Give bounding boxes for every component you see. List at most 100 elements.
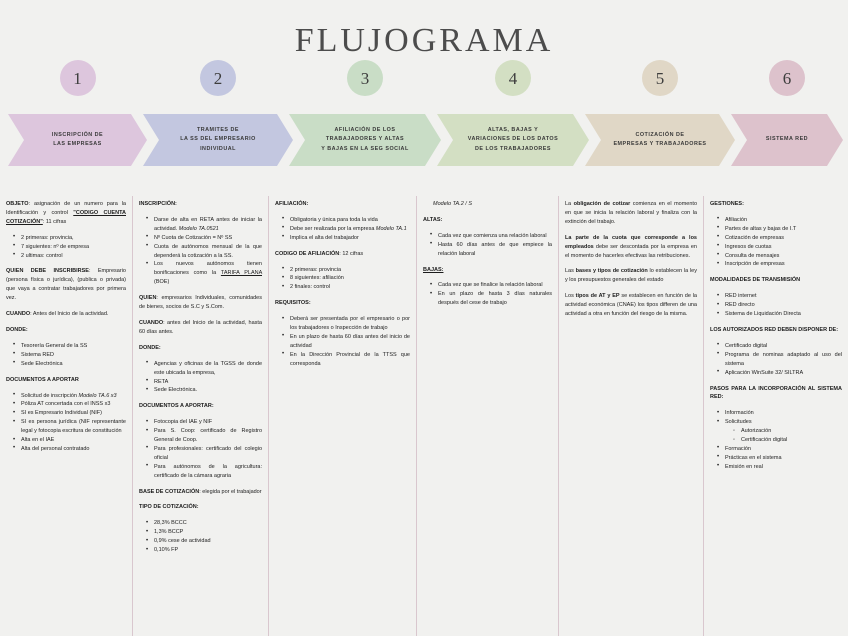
step-arrow-label-line: TRABAJADORES Y ALTAS xyxy=(325,136,405,143)
text-run: Programa de nominas adaptado al uso del … xyxy=(725,351,842,367)
content-block: La parte de la cuota que corresponde a l… xyxy=(565,234,697,261)
list-item: RED internet xyxy=(717,292,842,302)
list-item: SI es persona jurídica (NIF representant… xyxy=(13,418,126,436)
text-run: GESTIONES: xyxy=(710,201,744,207)
bullet-list: Certificado digitalPrograma de nominas a… xyxy=(710,341,842,377)
bullet-list: Darse de alta en RETA antes de iniciar l… xyxy=(139,215,262,287)
list-item: Nº Cuota de Cotización = Nº SS xyxy=(146,233,262,243)
text-run: Cuota de autónomos mensual de la que dep… xyxy=(154,243,262,259)
content-block: Darse de alta en RETA antes de iniciar l… xyxy=(139,215,262,287)
text-run: Hasta 60 días antes de que empiece la re… xyxy=(438,241,552,257)
paragraph: Los tipos de AT y EP se establecen en fu… xyxy=(565,292,697,319)
list-item: Solicitud de inscripción Modelo TA.6 x3 xyxy=(13,391,126,401)
col-tramites-ss-empresario: INSCRIPCIÓN: Darse de alta en RETA antes … xyxy=(133,196,269,636)
list-item: RED directo xyxy=(717,301,842,311)
text-run: RED internet xyxy=(725,293,757,300)
text-run: lo establecen la ley y los presupuestos … xyxy=(565,268,697,284)
text-run[interactable]: BAJAS: xyxy=(423,266,444,273)
text-run: RED directo xyxy=(725,302,755,309)
content-block: TIPO DE COTIZACIÓN: xyxy=(139,503,262,512)
step-arrow-label-line: ALTAS, BAJAS Y xyxy=(487,126,539,133)
list-item: Prácticas en el sistema xyxy=(717,453,842,463)
text-run: Inscripción de empresas xyxy=(725,261,785,268)
text-run: 2 primeras: provincia xyxy=(290,266,342,273)
sub-list-item: Autorización xyxy=(733,427,842,437)
text-run: : 12 cifras xyxy=(339,250,364,257)
text-run: QUIEN xyxy=(139,295,157,302)
bullet-list: Cada vez que comienza una relación labor… xyxy=(423,231,552,259)
step-arrow-label-line: LA SS DEL EMPRESARIO xyxy=(180,136,256,143)
text-run: Alta en el IAE xyxy=(21,437,55,444)
content-block: AfiliaciónPartes de altas y bajas de I.T… xyxy=(710,215,842,269)
bullet-list: InformaciónSolicitudesAutorizaciónCertif… xyxy=(710,409,842,472)
text-run: La xyxy=(565,201,574,207)
step-arrow-label-6: SISTEMA RED xyxy=(754,135,820,144)
text-run: : antes del Inicio de la actividad, hast… xyxy=(139,319,262,335)
step-arrow-label-line: LAS EMPRESAS xyxy=(53,141,102,147)
sub-bullet-list: AutorizaciónCertificación digital xyxy=(725,427,842,446)
list-item: Debe ser realizada por la empresa Modelo… xyxy=(282,224,410,234)
list-item: Alta del personal contratado xyxy=(13,444,126,454)
content-block: PASOS PARA LA INCORPORACIÓN AL SISTEMA R… xyxy=(710,385,842,403)
text-run: Tesorería General de la SS xyxy=(21,342,88,349)
text-run: (BOE) xyxy=(154,279,170,286)
text-run: Sede Electrónica. xyxy=(154,387,198,394)
text-run: Modelo TA.2 / S xyxy=(433,201,473,207)
list-item: SI es Empresario Individual (NIF) xyxy=(13,409,126,419)
step-arrow-label-line: Y BAJAS EN LA SEG SOCIAL xyxy=(321,145,409,152)
list-item: Implica el alta del trabajador xyxy=(282,233,410,243)
text-run: REQUISITOS: xyxy=(275,300,311,307)
text-run: Solicitudes xyxy=(725,419,752,426)
list-item: Fotocopia del IAE y NIF xyxy=(146,418,262,428)
content-block: GESTIONES: xyxy=(710,200,842,209)
content-columns: OBJETO: asignación de un numero para la … xyxy=(0,196,848,636)
text-run[interactable]: TARIFA PLANA xyxy=(220,270,262,277)
list-item: 2 primeras: provincia xyxy=(282,265,410,275)
content-block: ALTAS: xyxy=(423,216,552,225)
page-title: FLUJOGRAMA xyxy=(294,22,554,59)
content-block: AFILIACIÓN: xyxy=(275,200,410,209)
list-item: Deberá ser presentada por el empresario … xyxy=(282,315,410,333)
step-number-4: 4 xyxy=(495,60,531,96)
list-item: Alta en el IAE xyxy=(13,436,126,446)
content-block: InformaciónSolicitudesAutorizaciónCertif… xyxy=(710,409,842,472)
text-run: Darse de alta en RETA antes de iniciar l… xyxy=(154,216,262,232)
paragraph: REQUISITOS: xyxy=(275,299,410,308)
list-item: En un plazo de hasta 3 días naturales de… xyxy=(430,290,552,308)
paragraph: AFILIACIÓN: xyxy=(275,200,410,209)
text-run: Solicitud de inscripción xyxy=(21,392,79,399)
paragraph: CUANDO: antes del Inicio de la actividad… xyxy=(139,319,262,337)
content-block: La obligación de cotizar comienza en el … xyxy=(565,200,697,227)
text-run: Certificado digital xyxy=(725,342,768,349)
content-block: LOS AUTORIZADOS RED DEBEN DISPONER DE: xyxy=(710,326,842,335)
list-item: 2 primeras: provincia, xyxy=(13,233,126,243)
text-run: BASE DE COTIZACIÓN xyxy=(139,488,200,495)
bullet-list: 2 primeras: provincia,7 siguientes: nº d… xyxy=(6,233,126,260)
text-run: Información xyxy=(725,410,754,417)
text-run: Formación xyxy=(725,445,751,452)
content-block: INSCRIPCIÓN: xyxy=(139,200,262,209)
text-run: Obligatoria y única para toda la vida xyxy=(290,216,378,223)
col-altas-bajas: Modelo TA.2 / S ALTAS: Cada vez que comien… xyxy=(417,196,559,636)
list-item: 1,3% BCCP xyxy=(146,528,262,538)
list-item: 0,10% FP xyxy=(146,546,262,556)
text-run: OBJETO xyxy=(6,201,29,207)
text-run[interactable]: "CODIGO CUENTA COTIZACIÓN" xyxy=(6,209,126,225)
content-block: Fotocopia del IAE y NIFPara S. Coop: cer… xyxy=(139,418,262,480)
bullet-list: Fotocopia del IAE y NIFPara S. Coop: cer… xyxy=(139,418,262,480)
list-item: Información xyxy=(717,409,842,419)
bullet-list: Tesorería General de la SSSistema REDSed… xyxy=(6,341,126,368)
text-run: Modelo TA.0521 xyxy=(178,225,219,232)
paragraph: La parte de la cuota que corresponde a l… xyxy=(565,234,697,261)
text-run: Sistema RED xyxy=(21,351,55,358)
text-run: 0,9% cese de actividad xyxy=(154,538,211,545)
text-run: Para profesionales: certificado del cole… xyxy=(154,445,262,461)
text-run: Certificación digital xyxy=(741,437,788,444)
paragraph: DONDE: xyxy=(139,344,262,353)
